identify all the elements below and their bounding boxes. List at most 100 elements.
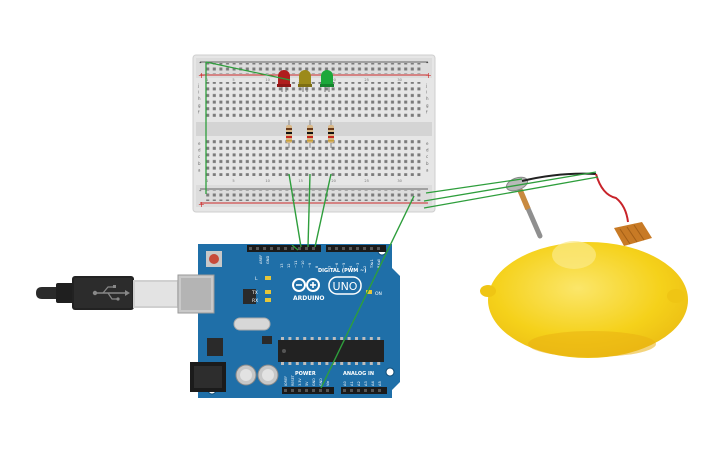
row-letter-bottom-right-4: a <box>426 167 429 172</box>
digital-pin-label: ~3 <box>356 263 360 268</box>
rail-plus-label-right: + <box>425 71 432 80</box>
chip-pin <box>347 337 351 340</box>
rail-minus-label: - <box>199 59 202 67</box>
analog-pin-label: A3 <box>364 381 368 386</box>
analog-pin-label: A4 <box>371 381 375 386</box>
chip-pin <box>295 362 299 365</box>
header-hole[interactable] <box>335 247 338 250</box>
row-letter-top-0: j <box>197 83 199 88</box>
led-rx-label: RX <box>252 298 258 304</box>
header-hole[interactable] <box>364 389 367 392</box>
pin-aref-label: AREF <box>259 255 263 264</box>
chip-pin <box>303 362 307 365</box>
power-pin-label: Vin <box>326 381 330 386</box>
chip-pin <box>355 337 358 340</box>
digital-pin-label: TX▸1 <box>370 259 374 269</box>
digital-pin-label: 4 <box>349 265 353 268</box>
chip-pin <box>281 337 284 340</box>
header-hole[interactable] <box>357 389 360 392</box>
chip-pin <box>295 337 299 340</box>
row-letter-bottom-3: b <box>198 161 201 166</box>
row-letter-top-right-0: j <box>425 83 427 88</box>
power-pin-label: IOREF <box>284 376 288 386</box>
digital-pin-label: ~6 <box>335 262 339 268</box>
analog-pin-label: A5 <box>378 381 382 386</box>
lemon <box>480 241 688 358</box>
column-number-top-4: 20 <box>331 78 336 82</box>
chip-pin <box>288 337 292 340</box>
header-hole[interactable] <box>312 247 315 250</box>
header-hole[interactable] <box>342 247 345 250</box>
header-hole[interactable] <box>284 389 287 392</box>
header-hole[interactable] <box>377 247 380 250</box>
led-red[interactable] <box>277 70 291 92</box>
column-number-top-6: 30 <box>397 78 402 82</box>
digital-pin-label: 13 <box>280 263 284 268</box>
chip-pin <box>325 362 329 365</box>
chip-pin <box>362 337 366 340</box>
resistor-3[interactable] <box>328 120 334 148</box>
header-hole[interactable] <box>349 247 352 250</box>
header-hole[interactable] <box>326 389 329 392</box>
wires[interactable] <box>205 61 629 389</box>
header-hole[interactable] <box>256 247 259 250</box>
rail-minus-label-bottom: - <box>199 187 202 195</box>
usb-cable[interactable] <box>36 276 179 310</box>
column-number-top-2: 10 <box>265 78 270 82</box>
pin-gnd-label: GND <box>266 256 270 264</box>
power-pin-label: 3.3V <box>298 378 302 386</box>
header-hole[interactable] <box>350 389 353 392</box>
chip-pin <box>303 337 307 340</box>
header-hole[interactable] <box>270 247 273 250</box>
chip-pin <box>355 362 358 365</box>
header-hole[interactable] <box>378 389 381 392</box>
chip-pin <box>340 337 344 340</box>
row-letter-bottom-2: c <box>198 154 200 159</box>
digital-pin-label: ~5 <box>342 263 346 268</box>
copper-electrode[interactable] <box>614 222 652 246</box>
power-pin-label: RESET <box>291 374 295 386</box>
digital-pin-label: 7 <box>328 266 332 268</box>
column-number-bottom-0: 1 <box>206 179 208 183</box>
header-hole[interactable] <box>277 247 280 250</box>
chip-pin <box>377 337 381 340</box>
header-hole[interactable] <box>284 247 287 250</box>
resistor-2[interactable] <box>307 120 313 148</box>
resistor-1[interactable] <box>286 120 292 148</box>
arduino-logo-icon <box>292 278 320 292</box>
analog-pin-label: A0 <box>343 381 347 386</box>
header-hole[interactable] <box>298 247 301 250</box>
row-letter-bottom-right-3: b <box>426 161 429 166</box>
digital-pin-label: ~9 <box>308 262 312 268</box>
header-hole[interactable] <box>370 247 373 250</box>
chip-pin <box>310 362 314 365</box>
header-hole[interactable] <box>371 389 374 392</box>
header-hole[interactable] <box>291 389 294 392</box>
header-hole[interactable] <box>328 247 331 250</box>
row-letter-bottom-1: d <box>198 148 201 153</box>
row-letter-top-right-2: h <box>426 96 429 101</box>
header-hole[interactable] <box>343 389 346 392</box>
header-hole[interactable] <box>249 247 252 250</box>
chip-pin <box>325 337 329 340</box>
usb-symbol-icon <box>92 285 130 301</box>
header-hole[interactable] <box>363 247 366 250</box>
led-tx-label: TX <box>251 290 258 296</box>
digital-section-label: DIGITAL (PWM ~) <box>318 268 366 274</box>
led-green[interactable] <box>320 70 334 92</box>
digital-pin-label: RX◂0 <box>377 258 381 268</box>
chip-pin <box>332 362 336 365</box>
header-hole[interactable] <box>263 247 266 250</box>
header-hole[interactable] <box>305 389 308 392</box>
header-hole[interactable] <box>305 247 308 250</box>
led-yellow[interactable] <box>298 70 312 92</box>
column-number-bottom-5: 25 <box>364 179 369 183</box>
header-hole[interactable] <box>319 389 322 392</box>
header-hole[interactable] <box>356 247 359 250</box>
header-hole[interactable] <box>298 389 301 392</box>
header-hole[interactable] <box>312 389 315 392</box>
header-hole[interactable] <box>291 247 294 250</box>
